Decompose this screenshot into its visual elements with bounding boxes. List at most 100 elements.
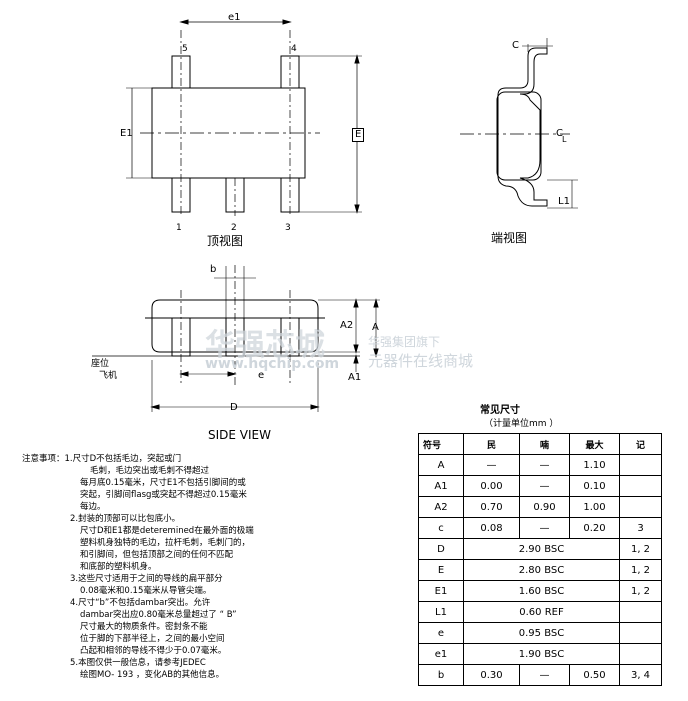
col-nom: 喃 [519, 433, 570, 455]
cell-min: 0.08 [463, 517, 520, 539]
cell-note: 1, 2 [619, 559, 662, 581]
pin-5 [171, 55, 191, 89]
pin-1-label: 1 [176, 223, 182, 233]
cell-note [619, 622, 662, 644]
notes-line: 毛刺，毛边突出或毛刺不得超过 [90, 466, 210, 476]
watermark-url: www.hqchip.com [205, 356, 340, 372]
top-view-caption: 顶视图 [207, 234, 244, 248]
notes-line: 3.这些尺寸适用于之间的导线的扁平部分 [70, 574, 223, 584]
notes-line: 塑料机身独特的毛边，拉杆毛刺，毛刺门的， [80, 538, 251, 548]
notes-line: 2.封装的顶部可以比包底小。 [70, 514, 181, 524]
cell-value: 0.60 REF [463, 601, 620, 623]
notes-block: 注意事项：1.尺寸D不包括毛边，突起或门 毛刺，毛边突出或毛刺不得超过 每月底0… [22, 453, 322, 681]
pin-4 [280, 55, 300, 89]
cell-note [619, 643, 662, 665]
dim-E1-label: E1 [120, 128, 133, 139]
table-row: A——1.10 [418, 454, 662, 476]
cell-symbol: A1 [418, 475, 464, 497]
notes-line: 注意事项：1.尺寸D不包括毛边，突起或门 [22, 454, 182, 464]
dim-c-label: C [512, 40, 519, 51]
cell-max: 1.10 [569, 454, 620, 476]
cell-symbol: A2 [418, 496, 464, 518]
seating-plane-label-2: 飞机 [99, 371, 118, 381]
cell-min: 0.00 [463, 475, 520, 497]
col-min: 民 [463, 433, 520, 455]
notes-line: 尺寸D和E1都是deteremined在最外面的极端 [80, 526, 254, 536]
cell-symbol: c [418, 517, 464, 539]
cell-note [619, 475, 662, 497]
cell-note: 1, 2 [619, 580, 662, 602]
notes-title: 注意事项： [22, 454, 65, 464]
cell-nom: — [519, 517, 570, 539]
cell-symbol: b [418, 664, 464, 686]
cell-max: 0.50 [569, 664, 620, 686]
cell-value: 0.95 BSC [463, 622, 620, 644]
notes-line: 尺寸最大的物质条件。密封条不能 [80, 622, 208, 632]
notes-line: 和引脚间，但包括顶部之间的任何不匹配 [80, 550, 234, 560]
cell-note: 3, 4 [619, 664, 662, 686]
table-title: 常见尺寸 [480, 405, 520, 416]
table-header-row: 符号 民 喃 最大 记 [418, 433, 662, 455]
pin-2-label: 2 [231, 223, 237, 233]
notes-line: 突起，引脚间flasg或突起不得超过0.15毫米 [80, 490, 247, 500]
dim-b-label: b [210, 264, 217, 275]
cell-max: 1.00 [569, 496, 620, 518]
notes-line: 位于脚的下部半径上，之间的最小空间 [80, 634, 225, 644]
notes-line: 和底部的塑料机身。 [80, 562, 157, 572]
table-subtitle: （计量单位mm ） [484, 419, 559, 429]
seating-plane-label-1: 座位 [91, 359, 110, 369]
col-note: 记 [619, 433, 662, 455]
cell-min: — [463, 454, 520, 476]
cell-nom: — [519, 664, 570, 686]
dim-A-label: A [372, 322, 379, 333]
dim-A1-label: A1 [348, 372, 362, 383]
cell-nom: 0.90 [519, 496, 570, 518]
dim-e-label: e [258, 370, 265, 381]
notes-line: 5.本图仅供一般信息，请参考JEDEC [70, 658, 206, 668]
cell-value: 2.90 BSC [463, 538, 620, 560]
pin-3-label: 3 [285, 223, 291, 233]
dim-E-label: E [352, 128, 365, 142]
end-view-caption: 端视图 [491, 231, 528, 245]
cell-symbol: D [418, 538, 464, 560]
dim-D-label: D [230, 402, 238, 413]
watermark-logo: 华强芯城 [205, 328, 325, 363]
dim-c-right-label: C [556, 128, 563, 139]
notes-line: 绘图MO- 193 ，变化AB的其他信息。 [80, 670, 225, 680]
cell-symbol: E1 [418, 580, 464, 602]
cell-symbol: L1 [418, 601, 464, 623]
notes-line: 0.08毫米和0.15毫米从导管尖端。 [80, 586, 212, 596]
pin-4-label: 4 [291, 44, 297, 54]
cell-note [619, 496, 662, 518]
cell-symbol: A [418, 454, 464, 476]
cell-symbol: E [418, 559, 464, 581]
notes-line: 每月底0.15毫米，尺寸E1不包括引脚间的或 [80, 478, 246, 488]
cell-value: 1.90 BSC [463, 643, 620, 665]
cell-note [619, 454, 662, 476]
side-view-caption: SIDE VIEW [208, 428, 271, 442]
dim-A2-label: A2 [340, 320, 354, 331]
col-symbol: 符号 [418, 433, 464, 455]
cell-note: 3 [619, 517, 662, 539]
cell-max: 0.20 [569, 517, 620, 539]
cell-value: 2.80 BSC [463, 559, 620, 581]
notes-line: 每边。 [80, 502, 106, 512]
dim-c-sub-label: L [562, 135, 567, 144]
cell-note [619, 601, 662, 623]
cell-nom: — [519, 475, 570, 497]
watermark-line2: 元器件在线商城 [368, 352, 474, 370]
cell-note: 1, 2 [619, 538, 662, 560]
dim-L1-label: L1 [558, 196, 570, 207]
